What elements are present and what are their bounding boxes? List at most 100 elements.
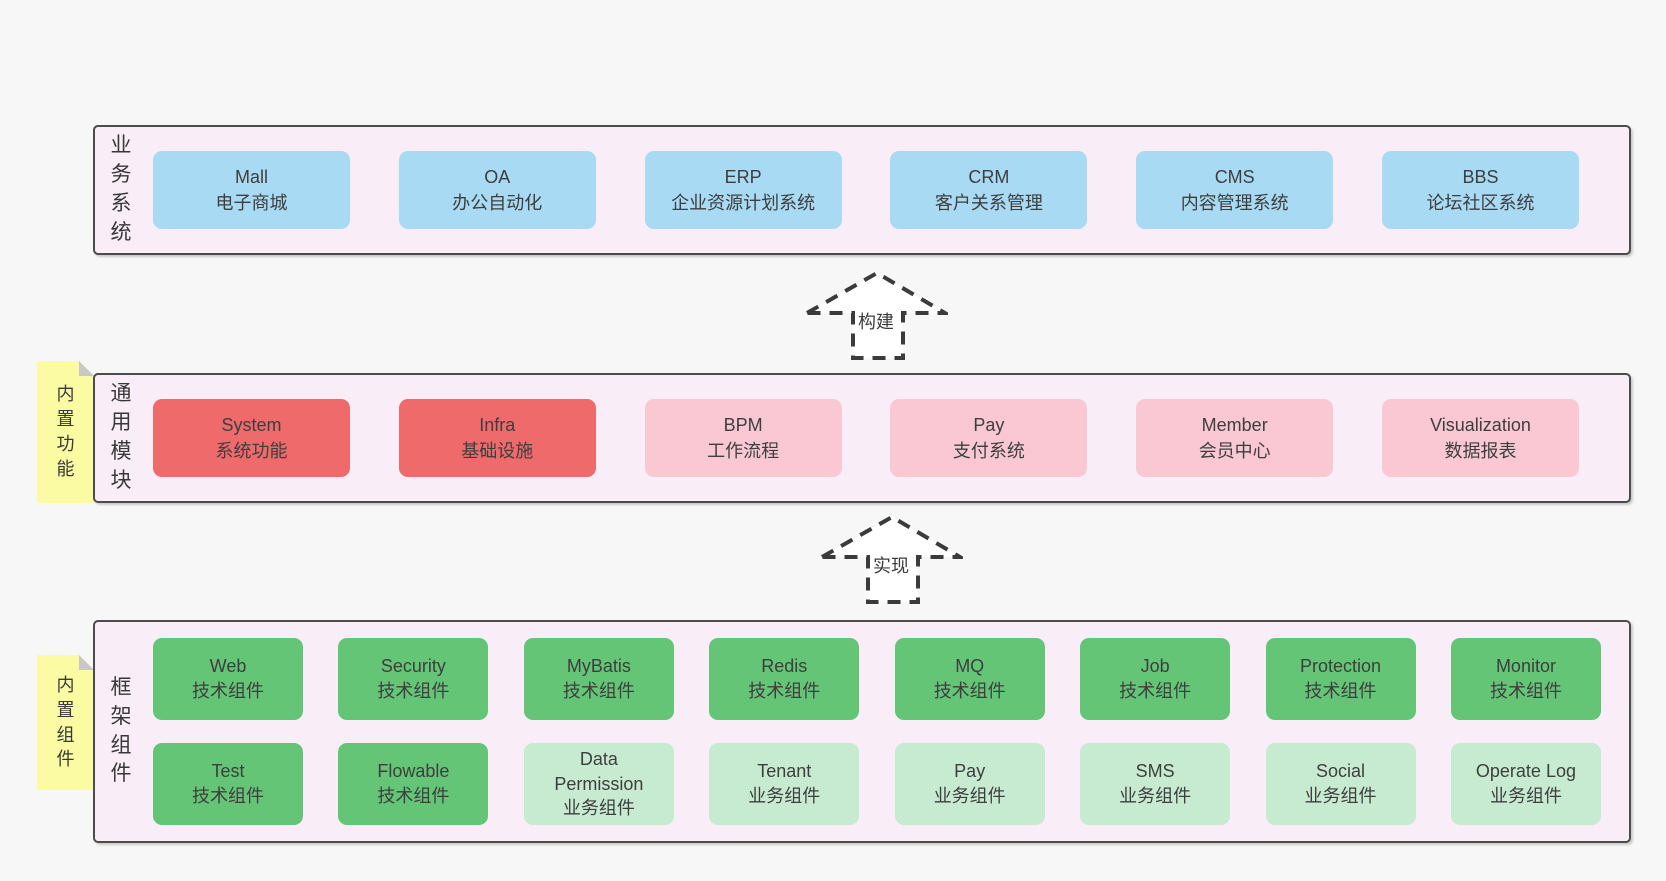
sticky-note-text: 内置功能	[56, 384, 75, 479]
box-cms: CMS 内容管理系统	[1136, 151, 1334, 229]
band-label-common-modules: 通用模块	[95, 375, 147, 501]
box-title: Redis	[761, 656, 808, 677]
box-mq: MQ 技术组件	[894, 638, 1045, 720]
framework-row-2: Test 技术组件 Flowable 技术组件 Data Permission …	[153, 743, 1601, 825]
box-job: Job 技术组件	[1080, 638, 1231, 720]
box-subtitle: 系统功能	[215, 441, 288, 461]
box-title: ERP	[724, 166, 762, 187]
box-title: Tenant	[757, 761, 812, 782]
sticky-note-text: 内置组件	[56, 674, 75, 770]
box-subtitle: 业务组件	[562, 798, 635, 819]
box-data-permission: Data Permission 业务组件	[523, 743, 674, 825]
box-subtitle: 支付系统	[952, 441, 1025, 461]
box-erp: ERP 企业资源计划系统	[644, 151, 842, 229]
box-title: Job	[1140, 656, 1170, 677]
box-flowable: Flowable 技术组件	[338, 743, 489, 825]
box-operate-log: Operate Log 业务组件	[1450, 743, 1601, 825]
box-system: System 系统功能	[153, 399, 350, 477]
sticky-note-built-in-components: 内置组件	[37, 655, 94, 790]
box-title: Mall	[234, 166, 268, 187]
box-subtitle: 技术组件	[377, 786, 450, 806]
box-title: CRM	[968, 166, 1010, 187]
box-security: Security 技术组件	[338, 638, 489, 720]
box-subtitle: 电子商城	[215, 193, 288, 213]
box-title: Monitor	[1495, 656, 1556, 677]
box-oa: OA 办公自动化	[398, 151, 596, 229]
box-sms: SMS 业务组件	[1080, 743, 1231, 825]
box-subtitle: 技术组件	[192, 681, 264, 701]
box-title: BPM	[723, 414, 763, 435]
box-title: MQ	[955, 656, 985, 677]
band-label-text: 业务系统	[110, 134, 132, 244]
box-subtitle: 技术组件	[933, 681, 1006, 701]
box-subtitle: 工作流程	[707, 441, 780, 461]
box-social: Social 业务组件	[1265, 743, 1416, 825]
box-title: CMS	[1214, 166, 1255, 187]
arrow-build: 构建	[804, 270, 948, 362]
box-mybatis: MyBatis 技术组件	[523, 638, 674, 720]
box-subtitle: 技术组件	[192, 786, 264, 806]
box-title: Infra	[479, 414, 516, 435]
box-title: Member	[1201, 414, 1268, 435]
box-subtitle: 业务组件	[1304, 786, 1377, 806]
box-subtitle: 业务组件	[1119, 786, 1192, 806]
band-framework-components: 框架组件 Web 技术组件 Security 技术组件 MyBatis 技术组件…	[93, 620, 1631, 843]
box-subtitle: 企业资源计划系统	[671, 193, 816, 213]
box-subtitle: 技术组件	[377, 681, 450, 701]
box-mall: Mall 电子商城	[153, 151, 350, 229]
band-common-modules: 通用模块 System 系统功能 Infra 基础设施 BPM 工作流程 Pay…	[93, 373, 1631, 503]
box-title: Data Permission	[554, 748, 644, 794]
box-subtitle: 论坛社区系统	[1426, 193, 1535, 213]
box-title: Social	[1316, 761, 1366, 782]
box-title: Protection	[1300, 656, 1382, 677]
common-modules-row: System 系统功能 Infra 基础设施 BPM 工作流程 Pay 支付系统…	[147, 375, 1629, 501]
business-systems-row: Mall 电子商城 OA 办公自动化 ERP 企业资源计划系统 CRM 客户关系…	[147, 127, 1629, 253]
sticky-note-paper	[37, 361, 94, 503]
sticky-note-built-in-features: 内置功能	[37, 361, 94, 503]
box-redis: Redis 技术组件	[709, 638, 860, 720]
box-title: OA	[484, 166, 511, 187]
box-tenant: Tenant 业务组件	[709, 743, 860, 825]
box-title: SMS	[1135, 761, 1175, 782]
box-title: Pay	[954, 761, 986, 782]
box-subtitle: 业务组件	[1489, 786, 1562, 806]
box-crm: CRM 客户关系管理	[890, 151, 1088, 229]
box-subtitle: 业务组件	[933, 786, 1006, 806]
box-subtitle: 技术组件	[1489, 681, 1562, 701]
box-title: Security	[380, 656, 446, 677]
band-label-text: 通用模块	[110, 382, 132, 492]
arrow-implement: 实现	[819, 514, 963, 606]
arrow-build-label: 构建	[855, 307, 897, 335]
box-subtitle: 技术组件	[1304, 681, 1377, 701]
box-test: Test 技术组件	[153, 743, 303, 825]
box-member: Member 会员中心	[1136, 399, 1334, 477]
box-title: Visualization	[1430, 414, 1531, 435]
band-label-business-systems: 业务系统	[95, 127, 147, 253]
box-subtitle: 技术组件	[562, 681, 635, 701]
framework-row-1: Web 技术组件 Security 技术组件 MyBatis 技术组件 Redi…	[153, 638, 1601, 720]
box-visualization: Visualization 数据报表	[1381, 399, 1579, 477]
band-label-framework-components: 框架组件	[95, 622, 147, 841]
box-subtitle: 客户关系管理	[934, 193, 1043, 213]
box-title: BBS	[1462, 166, 1499, 187]
box-pay-component: Pay 业务组件	[894, 743, 1045, 825]
box-monitor: Monitor 技术组件	[1450, 638, 1601, 720]
box-title: Flowable	[377, 761, 450, 782]
box-title: Operate Log	[1475, 761, 1576, 782]
arrow-implement-label: 实现	[870, 551, 912, 579]
band-label-text: 框架组件	[110, 675, 132, 786]
box-subtitle: 内容管理系统	[1180, 193, 1289, 213]
box-infra: Infra 基础设施	[398, 399, 596, 477]
band-business-systems: 业务系统 Mall 电子商城 OA 办公自动化 ERP 企业资源计划系统 CRM…	[93, 125, 1631, 255]
box-bbs: BBS 论坛社区系统	[1381, 151, 1579, 229]
box-subtitle: 技术组件	[748, 681, 821, 701]
box-title: MyBatis	[566, 656, 631, 677]
box-protection: Protection 技术组件	[1265, 638, 1416, 720]
box-web: Web 技术组件	[153, 638, 303, 720]
box-subtitle: 技术组件	[1119, 681, 1192, 701]
box-title: Web	[209, 656, 247, 677]
sticky-note-paper	[37, 655, 94, 790]
box-pay-system: Pay 支付系统	[890, 399, 1088, 477]
box-subtitle: 业务组件	[748, 786, 821, 806]
